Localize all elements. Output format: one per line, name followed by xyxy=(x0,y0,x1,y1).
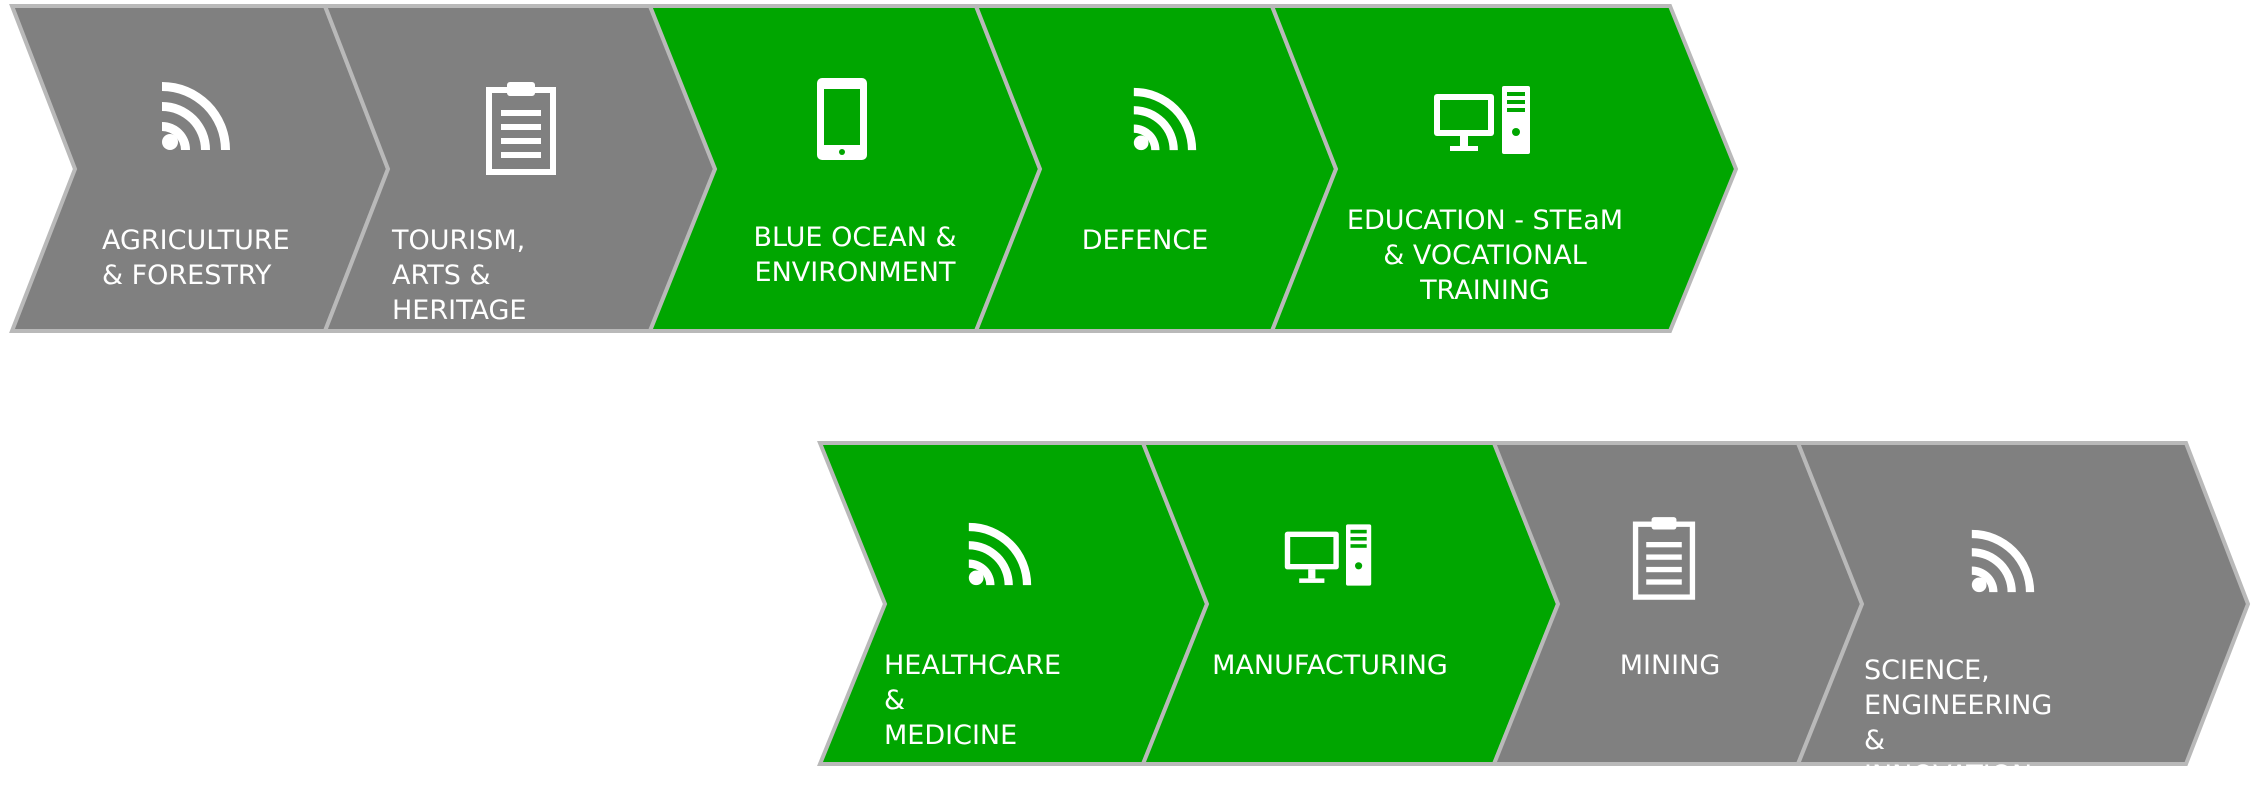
sector-label-mining: MINING xyxy=(1619,650,1721,681)
desktop-computer-icon xyxy=(1434,86,1530,154)
wifi-signal-icon xyxy=(1971,529,2035,593)
clipboard-icon xyxy=(486,82,556,175)
sector-label-agriculture: AGRICULTURE & FORESTRY xyxy=(102,225,290,291)
wifi-signal-icon xyxy=(1133,87,1197,151)
clipboard-icon xyxy=(1632,517,1696,600)
sector-label-blue-ocean: BLUE OCEAN & ENVIRONMENT xyxy=(753,222,957,288)
smartphone-icon xyxy=(817,78,867,160)
sector-label-education: EDUCATION - STEaM & VOCATIONAL TRAINING xyxy=(1346,205,1624,306)
sector-label-healthcare: HEALTHCARE & MEDICINE xyxy=(884,650,1062,751)
sector-label-science: SCIENCE, ENGINEERING & INNOVATION xyxy=(1864,655,2053,791)
sector-label-manufacturing: MANUFACTURING xyxy=(1212,650,1448,681)
sector-label-tourism: TOURISM, ARTS & HERITAGE xyxy=(392,225,527,326)
sector-label-defence: DEFENCE xyxy=(1081,225,1209,256)
desktop-computer-icon xyxy=(1284,524,1372,586)
wifi-signal-icon xyxy=(968,522,1032,586)
wifi-signal-icon xyxy=(162,82,230,150)
